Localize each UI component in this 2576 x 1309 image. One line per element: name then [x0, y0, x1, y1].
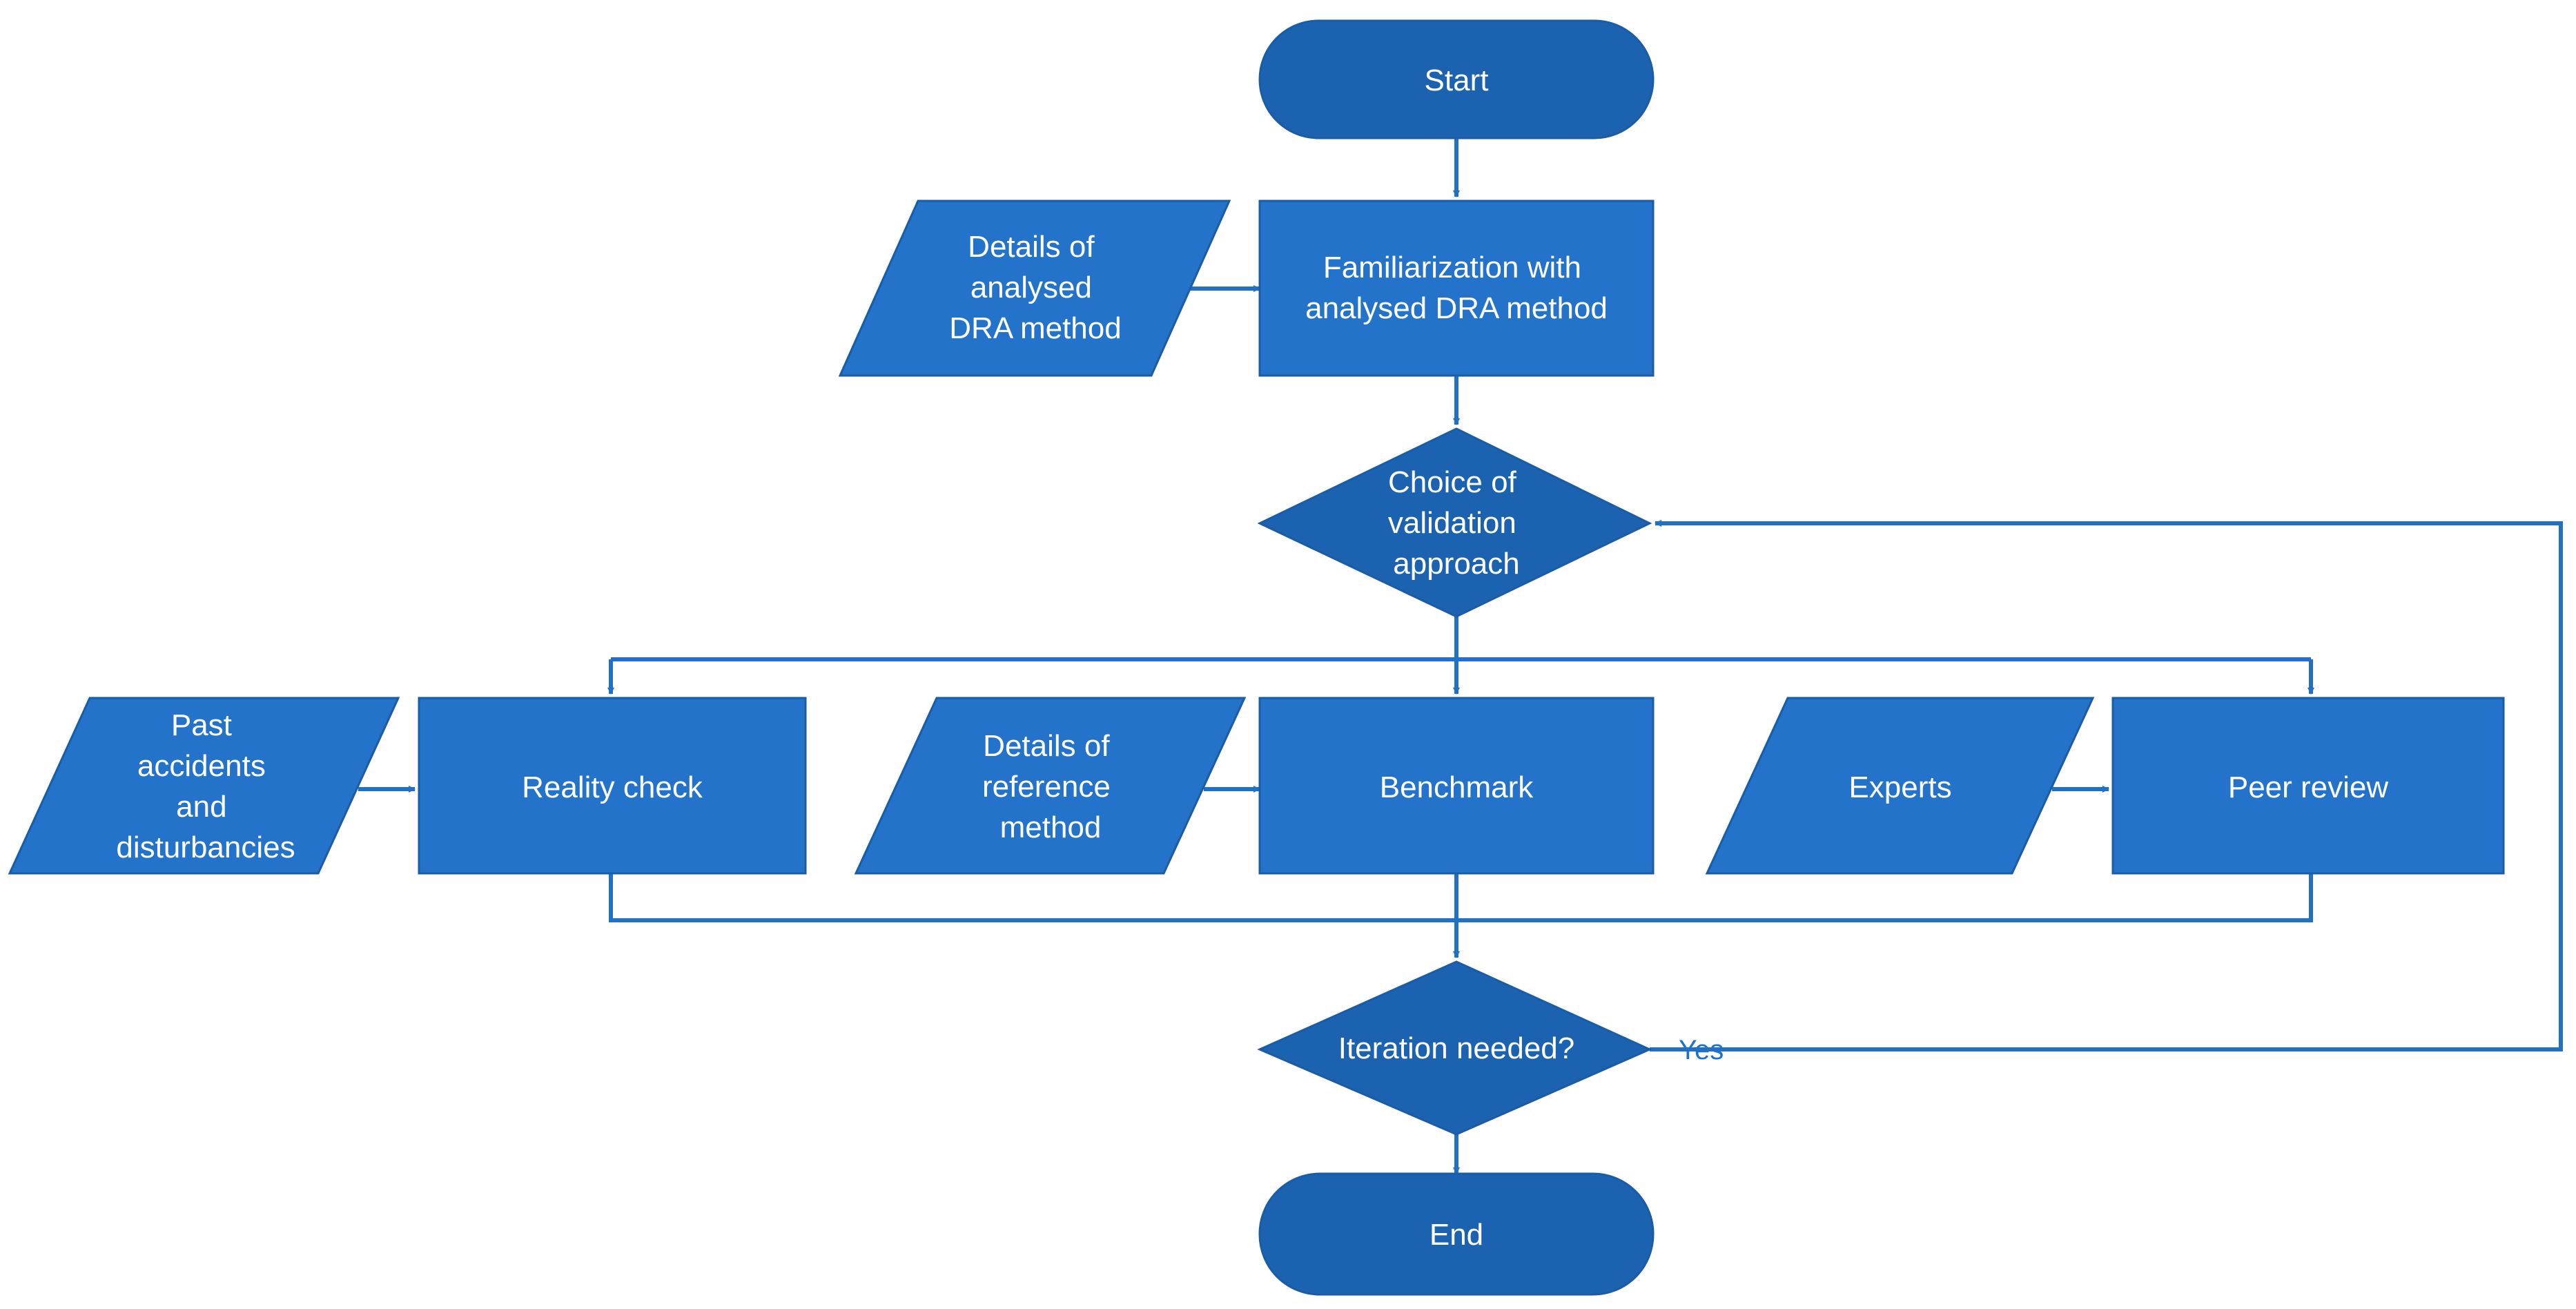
start-terminal [1258, 19, 1655, 139]
choice-label: Choice of validation approach [1388, 465, 1525, 581]
details-reference-label: Details of reference method [982, 729, 1119, 844]
peer-review-process [2111, 697, 2505, 875]
connector-merge [609, 873, 2313, 922]
past-accidents-label: Past accidents and disturbancies [116, 708, 295, 864]
experts-label: Experts [1848, 770, 1951, 804]
nodes [8, 19, 2505, 1296]
start-label: Start [1425, 64, 1489, 97]
familiarization-label: Familiarization with analysed DRA method [1305, 251, 1608, 325]
choice-decision [1257, 427, 1652, 618]
iteration-label: Iteration needed? [1338, 1031, 1575, 1065]
experts-data-shape [1705, 697, 2095, 875]
connector-choice-split [611, 617, 2311, 661]
end-terminal [1258, 1172, 1655, 1296]
reality-check-process [418, 697, 807, 875]
details-reference-data-shape [854, 697, 1247, 875]
iteration-decision [1257, 960, 1652, 1136]
end-label: End [1430, 1218, 1483, 1252]
benchmark-label: Benchmark [1380, 770, 1534, 804]
connectors [358, 138, 2563, 1174]
details-dra-label: Details of analysed DRA method [949, 230, 1121, 345]
peer-review-label: Peer review [2228, 770, 2389, 804]
familiarization-process [1258, 200, 1655, 377]
past-accidents-data-shape [8, 697, 400, 875]
benchmark-process [1258, 697, 1655, 875]
details-dra-data-shape [838, 200, 1231, 377]
yes-edge-label: Yes [1679, 1035, 1724, 1065]
reality-check-label: Reality check [522, 770, 703, 804]
arrow-iteration-yes-loop [1650, 520, 2563, 1051]
labels: Start Details of analysed DRA method Fam… [116, 64, 2388, 1252]
